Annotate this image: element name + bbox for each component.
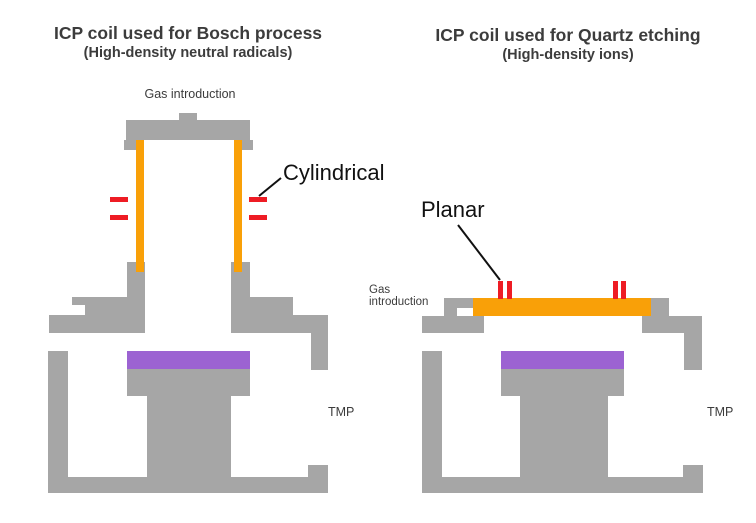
right-subtitle: (High-density ions) <box>502 47 634 63</box>
right-chamber-base <box>422 477 703 493</box>
right-coil-turn-mark-2 <box>507 281 512 299</box>
right-planar-coil-plate <box>473 298 651 316</box>
left-gas-inlet-stub <box>179 113 197 121</box>
left-chamber-base <box>48 477 328 493</box>
left-coil-turn-mark-2 <box>110 215 128 220</box>
right-right-flange-base <box>642 316 702 333</box>
right-gas-label-line2: introduction <box>369 296 429 309</box>
left-tmp-label: TMP <box>328 405 355 419</box>
left-wall-column-left <box>127 262 145 333</box>
right-lower-wall-left <box>422 351 442 493</box>
right-gas-introduction-label: Gas introduction <box>369 284 439 309</box>
left-stage-stem <box>147 396 231 477</box>
left-coil-turn-mark-4 <box>249 215 267 220</box>
left-subtitle: (High-density neutral radicals) <box>83 45 293 61</box>
right-coil-turn-mark-4 <box>621 281 626 299</box>
right-gas-inlet-column <box>444 308 457 316</box>
right-right-flange-block <box>651 298 669 316</box>
left-title: ICP coil used for Bosch process <box>53 23 323 43</box>
right-coil-turn-mark-1 <box>498 281 503 299</box>
left-lower-wall-right <box>308 465 328 493</box>
left-chamber-lid <box>126 120 250 140</box>
left-lower-wall-left <box>48 351 68 493</box>
left-gas-introduction-label: Gas introduction <box>144 87 236 101</box>
right-gas-label-line1: Gas <box>369 284 391 296</box>
right-wafer <box>501 351 624 369</box>
left-exhaust-drop <box>311 333 328 370</box>
left-stage-top <box>127 369 250 396</box>
planar-callout-label: Planar <box>421 197 485 222</box>
right-stage-top <box>501 369 624 396</box>
left-cylindrical-coil-left-bar <box>136 140 144 272</box>
left-flange-step-3 <box>49 315 128 333</box>
left-cylindrical-coil-right-bar <box>234 140 242 272</box>
right-left-flange-base <box>422 316 484 333</box>
left-right-flange-base <box>250 315 328 333</box>
left-lid-tab-right <box>242 140 253 150</box>
right-stage-stem <box>520 396 608 477</box>
left-coil-turn-mark-3 <box>249 197 267 202</box>
right-title: ICP coil used for Quartz etching <box>435 25 701 45</box>
planar-pointer-line <box>457 224 501 281</box>
right-gas-inlet-block <box>444 298 474 308</box>
cylindrical-pointer-line <box>258 177 282 197</box>
left-wafer <box>127 351 250 369</box>
left-coil-turn-mark-1 <box>110 197 128 202</box>
left-flange-step-1 <box>72 297 128 305</box>
left-wall-column-right <box>231 262 250 333</box>
right-exhaust-drop <box>684 333 702 370</box>
right-tmp-label: TMP <box>707 405 734 419</box>
left-lid-tab-left <box>124 140 137 150</box>
left-right-flange-arm <box>250 297 293 315</box>
right-lower-wall-right <box>683 465 703 493</box>
left-flange-step-2 <box>85 305 128 315</box>
right-coil-turn-mark-3 <box>613 281 618 299</box>
cylindrical-callout-label: Cylindrical <box>283 160 385 185</box>
